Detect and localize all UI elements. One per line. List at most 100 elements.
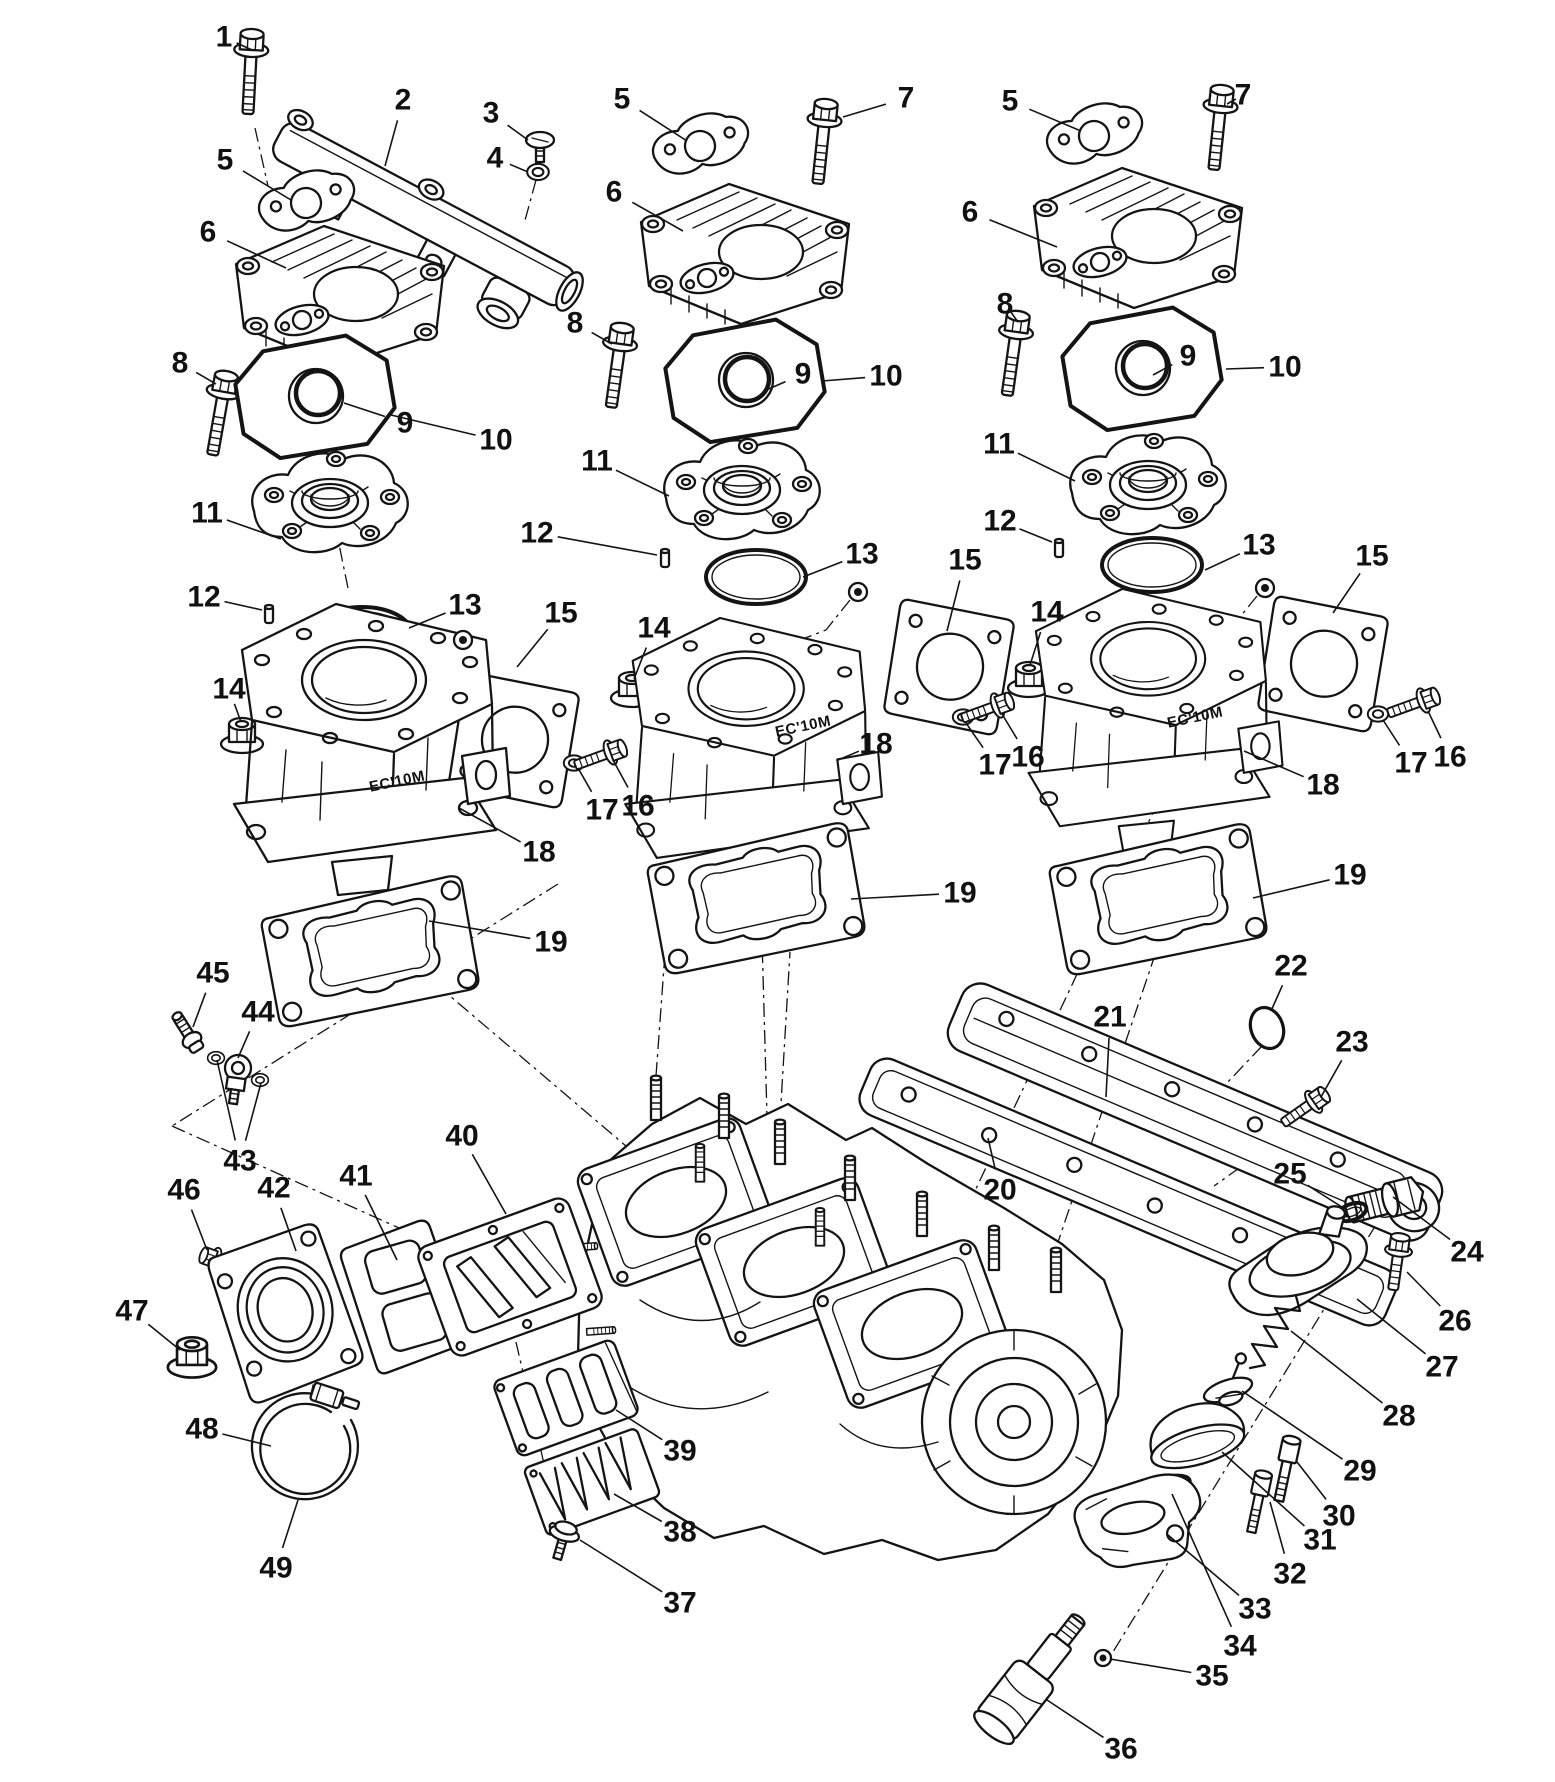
callout-number: 25 (1273, 1158, 1306, 1191)
callout-number: 10 (479, 424, 512, 457)
flange-bolt (229, 26, 271, 116)
callout-number: 42 (257, 1172, 290, 1205)
callout-number: 1 (216, 21, 233, 54)
callout-number: 10 (869, 360, 902, 393)
leader-line (1046, 1699, 1104, 1739)
callout-19: 19 (428, 920, 568, 959)
callout-28: 28 (1290, 1330, 1416, 1433)
callout-number: 27 (1425, 1351, 1458, 1384)
callout-number: 39 (663, 1435, 696, 1468)
callout-number: 17 (1394, 747, 1427, 780)
callout-5: 5 (614, 83, 688, 142)
callout-41: 41 (339, 1160, 398, 1261)
leader-line (226, 240, 287, 269)
leader-line (1001, 713, 1018, 740)
callout-5: 5 (217, 144, 292, 201)
water-pump-housing (663, 437, 821, 541)
leader-line (1252, 879, 1330, 899)
callout-18: 18 (1243, 750, 1340, 802)
callout-number: 18 (1306, 769, 1339, 802)
leader-line (1307, 1184, 1346, 1210)
callout-number: 12 (187, 581, 220, 614)
cylinder (1027, 587, 1284, 858)
callout-number: 16 (621, 790, 654, 823)
cylinder-stud (649, 1074, 663, 1122)
callout-number: 13 (448, 589, 481, 622)
cylinder-stud (773, 1118, 787, 1166)
callout-19: 19 (850, 877, 977, 910)
bleed-fitting-dot (1254, 577, 1276, 599)
callout-number: 18 (859, 728, 892, 761)
cylinder-stack-right (989, 82, 1445, 978)
callout-16: 16 (612, 759, 655, 823)
callout-number: 41 (339, 1160, 372, 1193)
callout-number: 30 (1322, 1500, 1355, 1533)
cylinder-head (639, 182, 851, 326)
callout-number: 12 (983, 505, 1016, 538)
callout-26: 26 (1406, 1271, 1472, 1338)
leader-line (428, 920, 531, 940)
bleed-fitting-dot (452, 629, 474, 651)
callout-11: 11 (191, 497, 282, 540)
leader-line (989, 219, 1058, 248)
pump-dome-cap (1149, 1402, 1246, 1470)
callout-number: 29 (1343, 1455, 1376, 1488)
callout-number: 38 (663, 1516, 696, 1549)
callout-49: 49 (259, 1499, 299, 1585)
leader-line (1356, 1298, 1427, 1355)
callout-38: 38 (613, 1493, 697, 1549)
callout-21: 21 (1093, 1001, 1127, 1098)
cylinder-stud (843, 1154, 857, 1202)
callout-11: 11 (581, 445, 670, 497)
callout-12: 12 (520, 517, 658, 556)
leader-line (615, 1409, 663, 1441)
callout-number: 7 (1235, 79, 1252, 112)
leader-line (1427, 710, 1442, 739)
leader-line (821, 376, 866, 382)
callout-33: 33 (1167, 1534, 1272, 1626)
callout-11: 11 (983, 428, 1076, 482)
outlet-gasket (1039, 93, 1150, 171)
callout-15: 15 (1332, 540, 1389, 614)
leader-line (1382, 719, 1401, 746)
callout-number: 16 (1011, 741, 1044, 774)
leader-line (1296, 1461, 1327, 1500)
cylinder-stud (717, 1092, 731, 1140)
leader-line (1406, 1271, 1441, 1307)
leader-line (1270, 984, 1284, 1012)
water-pump-housing (1069, 432, 1227, 536)
leader-line (516, 628, 549, 668)
callout-35: 35 (1109, 1658, 1229, 1693)
leader-line (244, 1082, 262, 1141)
outlet-gasket (645, 103, 756, 181)
callout-number: 12 (520, 517, 553, 550)
cylinder-base-gasket (1045, 821, 1271, 978)
callout-number: 47 (115, 1295, 148, 1328)
leader-line (224, 600, 263, 611)
callout-number: 13 (1242, 529, 1275, 562)
leader-line (591, 331, 613, 345)
callout-6: 6 (962, 196, 1058, 248)
leader-line (236, 42, 253, 51)
callout-number: 17 (585, 794, 618, 827)
leader-line (946, 580, 961, 632)
head-bolt (1195, 82, 1241, 173)
callout-18: 18 (837, 728, 893, 761)
leader-line (1392, 1196, 1451, 1241)
cylinder-head (1032, 166, 1244, 310)
callout-10: 10 (390, 414, 513, 457)
leader-line (384, 120, 399, 167)
callout-15: 15 (946, 544, 982, 632)
leader-line (1226, 98, 1237, 105)
callout-13: 13 (1204, 529, 1276, 571)
leader-line (802, 560, 843, 578)
callout-2: 2 (384, 84, 411, 167)
callout-30: 30 (1296, 1461, 1356, 1533)
leader-line (613, 1493, 663, 1523)
callout-3: 3 (483, 97, 529, 141)
callout-39: 39 (615, 1409, 697, 1468)
dowel-pin (659, 547, 671, 569)
callout-15: 15 (516, 597, 578, 668)
callout-number: 15 (948, 544, 981, 577)
